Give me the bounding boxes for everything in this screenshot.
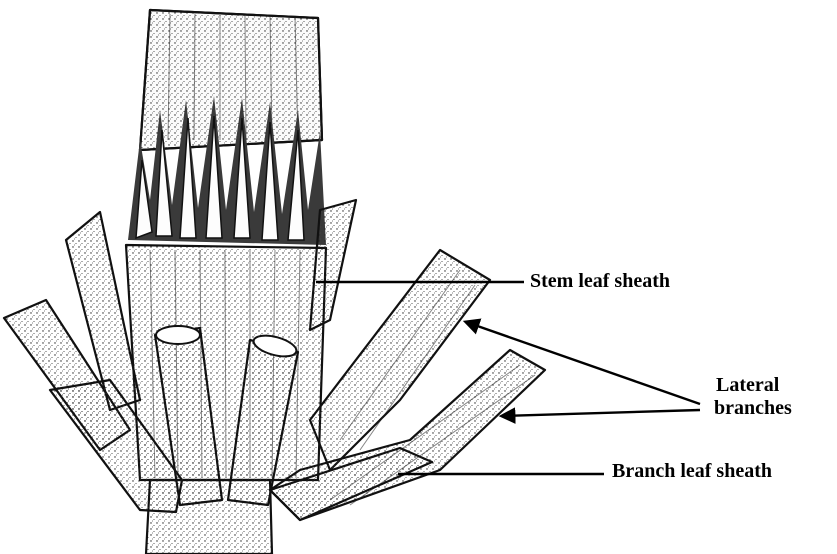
lateral-leader-lower — [502, 410, 700, 416]
upper-stem — [140, 10, 322, 150]
lateral-branches-label-line1: Lateral — [714, 374, 792, 397]
lateral-branches-label-line2: branches — [714, 397, 792, 420]
lateral-branches-label: Lateral branches — [714, 374, 792, 420]
branch-leaf-sheath-label: Branch leaf sheath — [612, 460, 772, 483]
stem-leaf-sheath-label: Stem leaf sheath — [530, 270, 670, 293]
